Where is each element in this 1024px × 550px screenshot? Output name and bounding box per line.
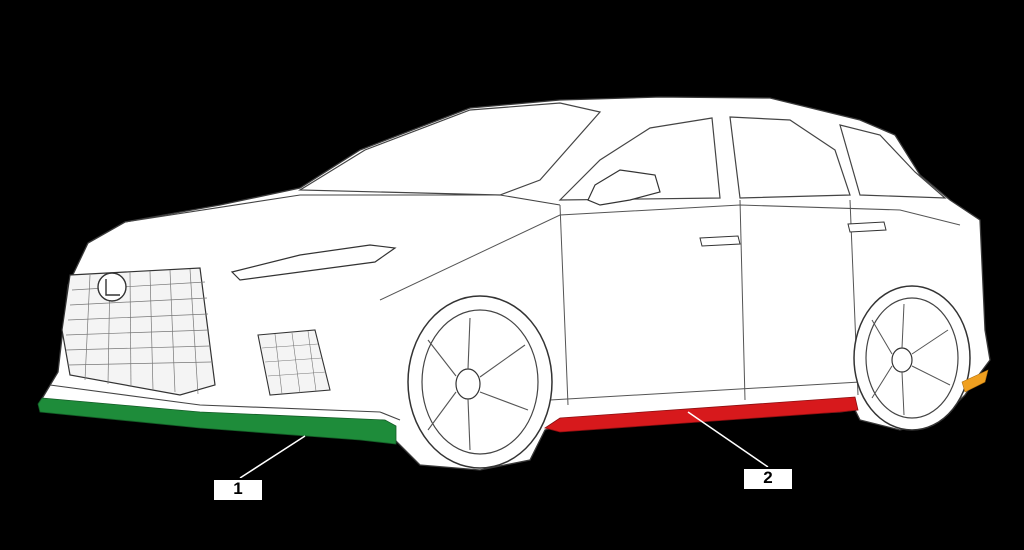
callout-2-label: 2 <box>742 467 794 491</box>
door-seam-front <box>559 204 569 406</box>
front-bumper-line <box>49 384 401 421</box>
headlight <box>230 244 397 281</box>
fog-intake-mesh <box>261 330 327 395</box>
lexus-emblem <box>97 272 127 302</box>
rear-door-handle <box>847 221 887 233</box>
windshield <box>297 102 602 196</box>
rear-accent-highlight <box>961 369 989 393</box>
callout-1-leader <box>239 435 306 479</box>
callout-2-leader <box>687 411 769 468</box>
lexus-emblem-mark <box>105 279 120 296</box>
grille-mesh <box>65 268 212 395</box>
rear-door-window <box>729 116 851 199</box>
front-door-handle <box>699 235 741 247</box>
rear-wheel <box>853 285 971 431</box>
door-seam-middle <box>739 199 746 401</box>
front-wheel <box>407 295 553 469</box>
side-mirror <box>587 169 661 206</box>
front-door-window <box>558 117 721 201</box>
side-skirt-highlight <box>544 396 859 433</box>
rear-quarter-window <box>839 124 947 199</box>
hood-line <box>124 194 561 223</box>
front-spoiler-highlight <box>37 397 397 445</box>
callout-1-label: 1 <box>212 478 264 502</box>
rocker-line <box>549 381 861 401</box>
fog-light-intake <box>257 329 331 396</box>
